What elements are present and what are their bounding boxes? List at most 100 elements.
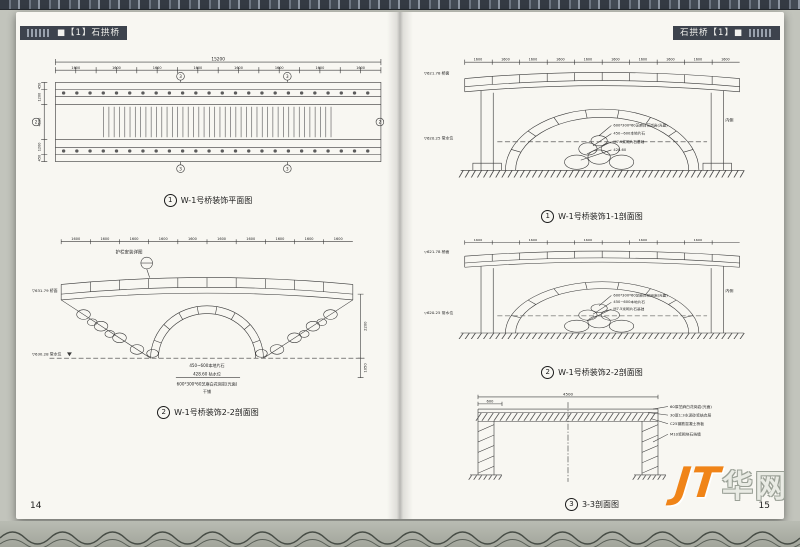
figure-number-badge: 1 <box>163 194 177 207</box>
detail-sub-dim: 600 <box>487 400 494 404</box>
plan-linework <box>31 59 385 173</box>
bridge-section-2-2-drawing: ▽621.78 桥面 ▽620.25 常水位 1600 1600 1600 16… <box>424 234 760 362</box>
construction-note: M10浆砌块石挡墙 <box>670 432 701 437</box>
sec-seg-dim: 1600 <box>639 57 648 61</box>
section2-figure-caption: 2 W-1号桥装饰2-2剖面图 <box>400 366 784 379</box>
sec-seg-dim: 1600 <box>529 57 538 61</box>
bridge-plan-drawing: 15200 1600 1600 1600 1600 1600 1600 1600… <box>30 56 386 188</box>
detail-slab-hatch <box>468 412 668 480</box>
section-marker-3: 3 <box>179 166 182 171</box>
granite-note: 600*300*60芝麻白花岗岩(光面) <box>177 380 238 386</box>
water-level-label: ▽630.28 常水位 <box>32 351 62 356</box>
sec-seg-dim: 1600 <box>639 238 648 242</box>
water-level-label: ▽620.25 常水位 <box>424 136 453 141</box>
figure-caption-text: W-1号桥装饰平面图 <box>180 196 253 205</box>
dry-lay-note: 干铺 <box>203 388 211 394</box>
material-note: 600*300*60芝麻白花岗岩(光面) <box>613 122 668 127</box>
elev-seg-dim: 1600 <box>100 237 109 241</box>
figure-caption-text: 3-3剖面图 <box>581 500 620 509</box>
elev-seg-dim: 1600 <box>246 237 255 241</box>
material-note: 600*300*60芝麻白花岗岩(光面) <box>613 293 668 298</box>
inner-side-label: 内侧 <box>725 116 733 122</box>
plan-seg-dim: 1600 <box>356 66 365 70</box>
detail-figure-caption: 3 3-3剖面图 <box>400 498 784 511</box>
elevation-linework <box>49 239 365 378</box>
plan-left-dim: 1200 <box>38 143 42 152</box>
section-marker-3: 3 <box>286 74 289 79</box>
water-level-symbol <box>67 352 72 357</box>
construction-note: C25钢筋混凝土桥板 <box>670 421 704 426</box>
sec-seg-dim: 1600 <box>474 57 483 61</box>
section-marker-2: 2 <box>35 120 38 125</box>
sec-seg-dim: 1600 <box>721 57 730 61</box>
section2-linework <box>460 240 744 334</box>
elev-seg-dim: 1600 <box>188 237 197 241</box>
plan-left-dim: 1200 <box>38 93 42 102</box>
left-header-text: ■【1】石拱桥 <box>57 28 120 38</box>
figure-number-badge: 2 <box>157 406 171 419</box>
plan-seg-dim: 1600 <box>153 66 162 70</box>
detail-section-3-3-drawing: 4500 600 60厚芝麻白花岗岩(光面) 30厚1:3水泥砂浆结合层 C25… <box>448 390 748 494</box>
book-spine-shadow <box>387 12 413 519</box>
sec-seg-dim: 1600 <box>666 57 675 61</box>
deck-level-label: ▽621.78 桥面 <box>424 249 450 254</box>
plan-dimension-labels: 15200 1600 1600 1600 1600 1600 1600 1600… <box>35 57 382 172</box>
elev-seg-dim: 1600 <box>130 237 139 241</box>
material-note: 450~600本地片石 <box>613 299 645 304</box>
plan-seg-dim: 1600 <box>71 66 80 70</box>
sec-seg-dim: 1600 <box>501 57 510 61</box>
sec-seg-dim: 1600 <box>694 238 703 242</box>
vertical-dim-1050: 1050 <box>363 363 367 373</box>
plan-seg-dim: 1600 <box>112 66 121 70</box>
right-page: 石拱桥【1】■ <box>400 12 784 519</box>
material-note: M7.5浆砌片石基础 <box>613 139 644 144</box>
elevation-figure-caption: 2 W-1号桥装饰2-2剖面图 <box>16 406 400 419</box>
top-book-edge-pattern <box>0 0 800 10</box>
railing-detail-callout: 护栏安装详图 <box>116 248 143 255</box>
deck-level-label: ▽621.78 桥面 <box>424 70 450 75</box>
publisher-watermark: JT 华网 <box>672 458 788 507</box>
sec-seg-dim: 1600 <box>611 57 620 61</box>
material-note: 450~600本地片石 <box>613 131 645 136</box>
section-marker-3: 3 <box>179 74 182 79</box>
vertical-dim-2200: 2200 <box>363 321 367 331</box>
figure-number-badge: 1 <box>541 210 555 223</box>
water-level-label: ▽620.25 常水位 <box>424 311 454 316</box>
section1-labels: ▽621.78 桥面 ▽620.25 常水位 1600 1600 1600 16… <box>424 57 733 151</box>
right-header-text: 石拱桥【1】■ <box>680 28 743 38</box>
page-number-left: 14 <box>30 501 42 511</box>
plan-seg-dim: 1600 <box>316 66 325 70</box>
plan-figure-caption: 1 W-1号桥装饰平面图 <box>16 194 400 207</box>
section1-figure-caption: 1 W-1号桥装饰1-1剖面图 <box>400 210 784 223</box>
section1-linework <box>460 59 744 171</box>
elev-seg-dim: 1600 <box>305 237 314 241</box>
figure-number-badge: 3 <box>564 498 578 511</box>
elev-seg-dim: 1600 <box>275 237 284 241</box>
low-water-label: 428.60 枯水位 <box>193 371 221 377</box>
plan-seg-dim: 1600 <box>275 66 284 70</box>
bridge-section-1-1-drawing: ▽621.78 桥面 ▽620.25 常水位 1600 1600 1600 16… <box>424 52 760 205</box>
section2-labels: ▽621.78 桥面 ▽620.25 常水位 1600 1600 1600 16… <box>424 238 734 315</box>
page-number-right: 15 <box>758 501 770 511</box>
sec-seg-dim: 1600 <box>474 238 483 242</box>
sec-seg-dim: 1600 <box>694 57 703 61</box>
jt-logo: JT <box>672 458 722 507</box>
elev-seg-dim: 1600 <box>217 237 226 241</box>
material-note: M7.5浆砌片石基础 <box>613 306 645 311</box>
elevation-labels: 护栏安装详图 ▽631.79 桥面 ▽630.28 常水位 1600 1600 … <box>32 237 367 394</box>
plan-total-dim: 15200 <box>211 57 225 63</box>
left-page: ■【1】石拱桥 <box>16 12 400 519</box>
sec-seg-dim: 1600 <box>584 238 593 242</box>
figure-number-badge: 2 <box>541 366 555 379</box>
figure-caption-text: W-1号桥装饰2-2剖面图 <box>174 408 259 417</box>
rock-note: 450~600本地片石 <box>189 362 224 368</box>
plan-left-dim: 450 <box>38 83 42 90</box>
sec-seg-dim: 1600 <box>556 57 565 61</box>
book-spread: ■【1】石拱桥 <box>16 12 784 519</box>
elev-seg-dim: 1600 <box>159 237 168 241</box>
section-marker-2: 2 <box>379 120 382 125</box>
section-marker-3: 3 <box>286 166 289 171</box>
plan-seg-dim: 1600 <box>234 66 243 70</box>
left-page-header: ■【1】石拱桥 <box>20 26 127 40</box>
